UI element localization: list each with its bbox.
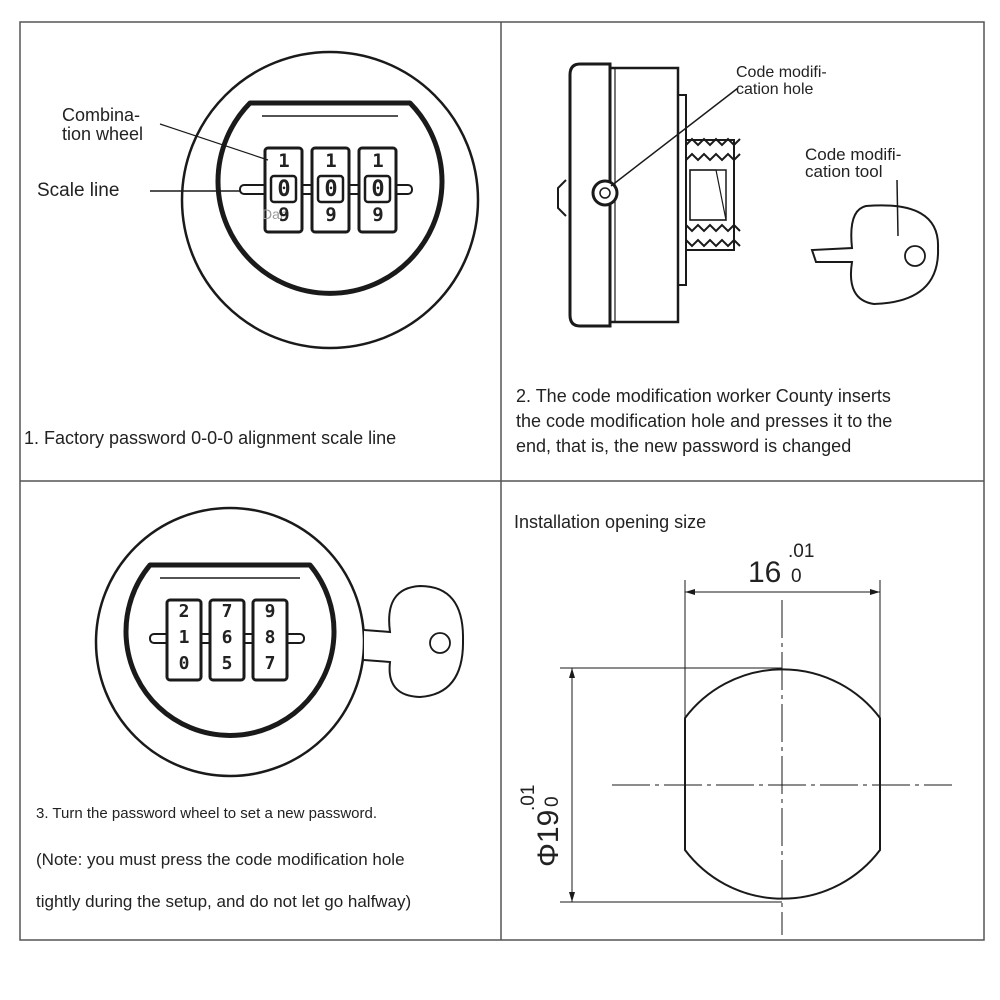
combination-wheel-1[interactable] xyxy=(263,146,304,234)
panel3-note-line1: (Note: you must press the code modificat… xyxy=(36,850,405,869)
lock-face xyxy=(215,100,445,296)
wheel-label-line2: tion wheel xyxy=(62,124,144,144)
wheel3-2-mid-digit: 6 xyxy=(218,627,236,648)
code-modification-hole[interactable] xyxy=(591,179,619,207)
panel4-title: Installation opening size xyxy=(514,512,707,532)
wheel3-1-top-digit: 2 xyxy=(178,601,190,622)
wheel3-mid-digit: 0 xyxy=(371,177,385,202)
inserted-tool xyxy=(363,584,465,699)
panel2-caption-line2: the code modification hole and presses i… xyxy=(516,411,893,431)
tool-leader-line xyxy=(896,179,899,237)
wheel1-top-digit: 1 xyxy=(278,150,290,172)
wheel3-bot-digit: 9 xyxy=(372,204,384,226)
panel1-lock-front xyxy=(150,50,480,350)
wheel2-bot-digit: 9 xyxy=(325,204,337,226)
diameter-tolerance-lower: 0 xyxy=(542,796,563,807)
diameter-label: Φ19 .01 0 xyxy=(518,707,572,867)
wheel2-top-digit: 1 xyxy=(325,150,337,172)
wheel1-bot-digit: 9 xyxy=(278,204,290,226)
panel2-caption-line3: end, that is, the new password is change… xyxy=(516,436,852,456)
tool-label-line2: cation tool xyxy=(805,162,883,181)
wheel3-3-mid-digit: 8 xyxy=(261,627,279,648)
tool-label-line1: Code modifi- xyxy=(805,145,902,164)
hole-leader-line xyxy=(610,87,739,187)
width-tolerance-lower: 0 xyxy=(791,566,802,587)
wheel3-3-bot-digit: 7 xyxy=(264,653,276,674)
diameter-dimension-value: Φ19 xyxy=(532,809,565,867)
wheel1-mid-digit: 0 xyxy=(277,177,291,202)
combination-wheel-2[interactable] xyxy=(310,146,351,234)
lock-face-3 xyxy=(123,562,337,738)
panel4-opening-drawing xyxy=(560,580,952,935)
panel1-caption: 1. Factory password 0-0-0 alignment scal… xyxy=(24,428,397,448)
watermark-text: Dan xyxy=(262,206,288,222)
panel2-lock-side xyxy=(557,62,940,328)
panel2-caption: 2. The code modification worker County i… xyxy=(516,384,892,459)
diameter-tolerance-upper: .01 xyxy=(518,784,539,811)
scale-line-label: Scale line xyxy=(37,180,120,201)
hole-label: Code modifi- cation hole xyxy=(736,64,827,98)
wheel3-1-mid-digit: 1 xyxy=(175,627,193,648)
code-modification-tool[interactable] xyxy=(810,204,940,306)
wheel2-mid-digit: 0 xyxy=(324,177,338,202)
panel3-note-line2: tightly during the setup, and do not let… xyxy=(36,892,412,911)
wheel3-2-top-digit: 7 xyxy=(221,601,233,622)
combination-wheel-3[interactable] xyxy=(357,146,398,234)
panel3-caption: 3. Turn the password wheel to set a new … xyxy=(36,805,378,822)
wheel-label: Combina- tion wheel xyxy=(62,106,143,144)
lock-housing xyxy=(608,66,680,324)
lock-bezel xyxy=(568,62,612,328)
opening-outline xyxy=(684,668,881,900)
lock-outer-ring xyxy=(180,50,480,350)
hole-label-line2: cation hole xyxy=(736,81,814,98)
width-dimension-value: 16 xyxy=(748,556,782,589)
wheel3-3-top-digit: 9 xyxy=(264,601,276,622)
panel3-lock-front xyxy=(94,506,465,778)
wheel-label-line1: Combina- xyxy=(62,105,141,125)
width-tolerance-upper: .01 xyxy=(788,541,815,562)
hole-label-line1: Code modifi- xyxy=(736,64,827,81)
wheel-leader-line xyxy=(159,123,269,161)
threaded-shaft xyxy=(685,137,741,251)
wheel3-1-bot-digit: 0 xyxy=(178,653,190,674)
tool-label: Code modifi- cation tool xyxy=(805,146,901,180)
wheel3-2-bot-digit: 5 xyxy=(221,653,233,674)
panel2-caption-line1: 2. The code modification worker County i… xyxy=(516,386,891,406)
wheel3-top-digit: 1 xyxy=(372,150,384,172)
